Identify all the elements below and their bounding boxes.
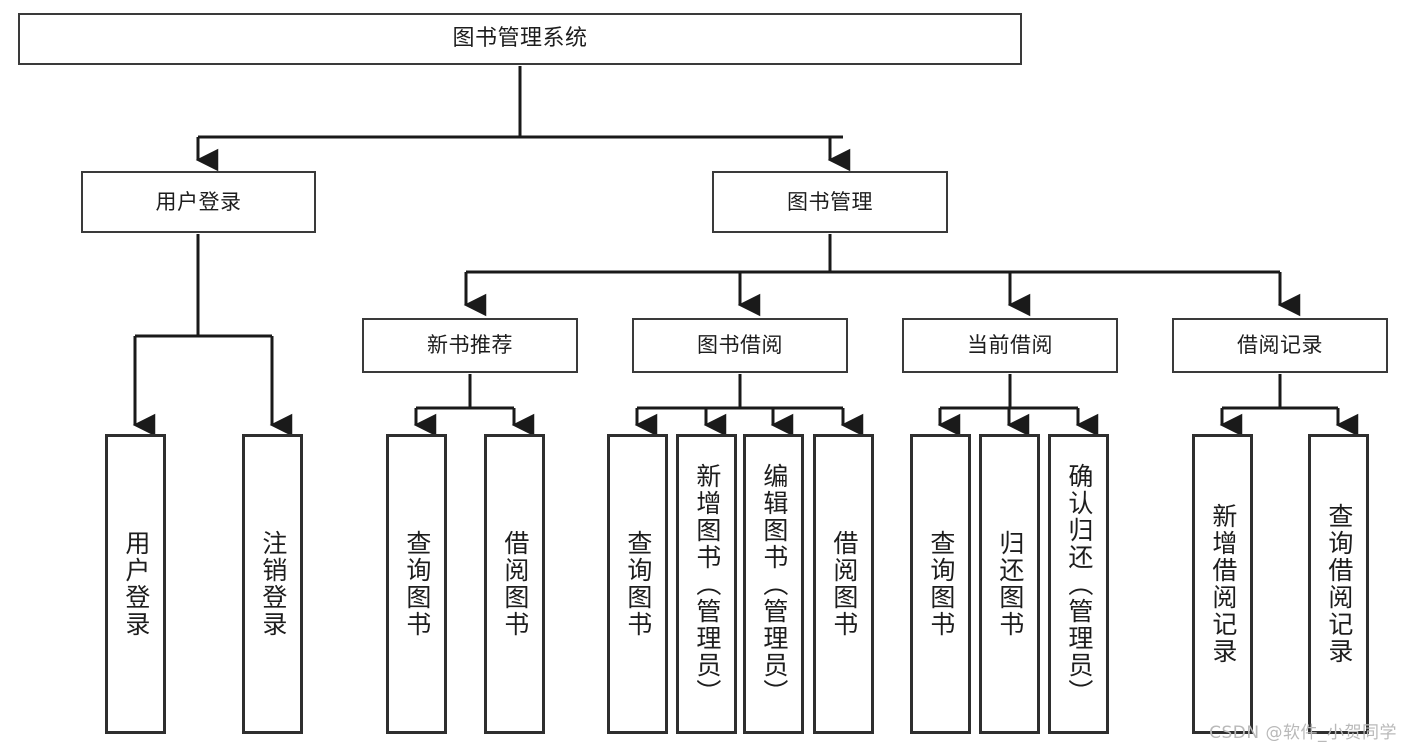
leaf-borrow-borrow-book[interactable]: 借阅图书	[813, 434, 874, 734]
leaf-user-login-logout[interactable]: 注销登录	[242, 434, 303, 734]
leaf-recommend-borrow-book[interactable]: 借阅图书	[484, 434, 545, 734]
node-root-system[interactable]: 图书管理系统	[18, 13, 1022, 65]
leaf-record-add-record[interactable]: 新增借阅记录	[1192, 434, 1253, 734]
node-label: 归还图书	[995, 530, 1025, 638]
node-label: 新增图书（管理员）	[692, 462, 722, 706]
node-label: 新增借阅记录	[1208, 503, 1238, 665]
node-label: 用户登录	[121, 530, 151, 638]
node-label: 借阅图书	[500, 530, 530, 638]
leaf-current-confirm-return-admin[interactable]: 确认归还（管理员）	[1048, 434, 1109, 734]
node-label: 查询图书	[402, 530, 432, 638]
node-label: 编辑图书（管理员）	[759, 462, 789, 706]
node-label: 图书借阅	[697, 333, 783, 358]
leaf-borrow-query-book[interactable]: 查询图书	[607, 434, 668, 734]
node-label: 注销登录	[258, 530, 288, 638]
leaf-user-login-login[interactable]: 用户登录	[105, 434, 166, 734]
watermark: CSDN @软件_小贺同学	[1209, 723, 1397, 743]
node-label: 用户登录	[155, 189, 242, 214]
node-label: 查询图书	[623, 530, 653, 638]
node-current-borrow[interactable]: 当前借阅	[902, 318, 1118, 373]
leaf-record-query-record[interactable]: 查询借阅记录	[1308, 434, 1369, 734]
node-label: 当前借阅	[967, 333, 1053, 358]
leaf-borrow-edit-book-admin[interactable]: 编辑图书（管理员）	[743, 434, 804, 734]
node-label: 查询借阅记录	[1324, 503, 1354, 665]
node-label: 新书推荐	[427, 333, 513, 358]
node-book-management[interactable]: 图书管理	[712, 171, 948, 233]
node-label: 确认归还（管理员）	[1064, 462, 1094, 706]
node-label: 图书管理系统	[452, 26, 588, 52]
leaf-current-query-book[interactable]: 查询图书	[910, 434, 971, 734]
node-label: 图书管理	[787, 189, 873, 214]
leaf-borrow-add-book-admin[interactable]: 新增图书（管理员）	[676, 434, 737, 734]
leaf-recommend-query-book[interactable]: 查询图书	[386, 434, 447, 734]
node-borrow-record[interactable]: 借阅记录	[1172, 318, 1388, 373]
node-label: 查询图书	[926, 530, 956, 638]
node-new-book-recommend[interactable]: 新书推荐	[362, 318, 578, 373]
node-label: 借阅记录	[1237, 333, 1323, 358]
leaf-current-return-book[interactable]: 归还图书	[979, 434, 1040, 734]
node-book-borrow[interactable]: 图书借阅	[632, 318, 848, 373]
node-label: 借阅图书	[829, 530, 859, 638]
node-user-login[interactable]: 用户登录	[81, 171, 316, 233]
